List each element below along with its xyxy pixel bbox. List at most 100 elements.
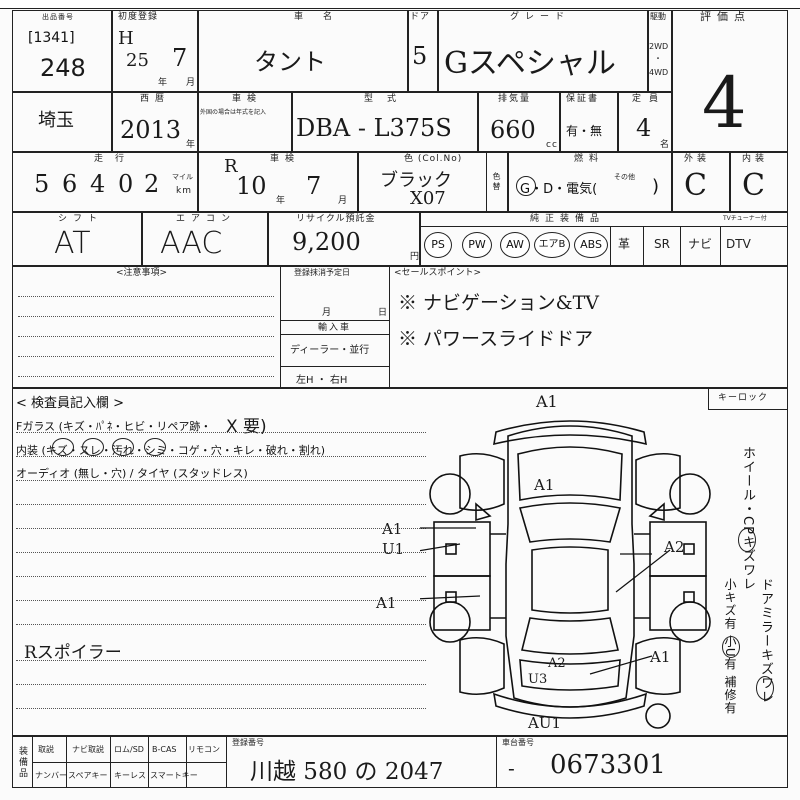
capacity-unit: 名 bbox=[660, 140, 671, 150]
first-reg-era: H bbox=[118, 28, 134, 49]
location-box bbox=[12, 92, 112, 152]
location: 埼玉 bbox=[38, 110, 74, 131]
note-line bbox=[16, 504, 426, 505]
fglass-mark: X 要) bbox=[226, 417, 267, 437]
dereg-month: 月 bbox=[322, 308, 333, 318]
equip-divider-3 bbox=[680, 226, 681, 266]
equip-dtv: DTV bbox=[726, 237, 751, 251]
color-name: ブラック bbox=[380, 170, 452, 191]
dereg-divider bbox=[280, 320, 390, 321]
damage-left-front-2: U1 bbox=[382, 540, 405, 558]
equip-divider-1 bbox=[610, 226, 611, 266]
keylock-box bbox=[708, 388, 788, 410]
interior-circle-1 bbox=[52, 438, 74, 456]
note-line bbox=[16, 576, 426, 577]
damage-left-rear: A1 bbox=[376, 594, 397, 612]
shift: AT bbox=[54, 226, 91, 261]
recycle: 9,200 bbox=[292, 228, 361, 256]
damage-left-front: A1 bbox=[382, 520, 403, 538]
shift-box bbox=[12, 212, 142, 266]
footer-divider-h bbox=[32, 762, 226, 763]
notes-section bbox=[12, 266, 788, 388]
mileage-digit: 0 bbox=[118, 170, 134, 198]
equip-navi: ナビ bbox=[688, 237, 713, 251]
equip-pw-label: PW bbox=[468, 238, 486, 251]
footer-row bbox=[12, 736, 788, 788]
sales-point-label: <セールスポイント> bbox=[394, 268, 482, 278]
interior-line bbox=[16, 456, 426, 457]
rating-value: 4 bbox=[702, 62, 747, 144]
dereg-box bbox=[280, 266, 390, 388]
footer-col-line bbox=[148, 736, 149, 788]
drive-label: 駆動 bbox=[650, 12, 666, 21]
shaken-year-unit: 年 bbox=[276, 196, 287, 206]
equip-airbag-label: エアB bbox=[538, 239, 566, 250]
capacity-box bbox=[618, 92, 672, 152]
note-line bbox=[16, 552, 426, 553]
caution-line bbox=[18, 376, 274, 377]
keylock-label: キーロック bbox=[718, 393, 769, 403]
chassis-number: 0673301 bbox=[550, 750, 666, 780]
color-code: X07 bbox=[410, 188, 446, 209]
capacity: 4 bbox=[636, 114, 652, 142]
exterior-label: 外装 bbox=[684, 154, 711, 164]
footer-item-bcas: B-CAS bbox=[152, 745, 177, 754]
fglass-line bbox=[16, 432, 426, 433]
car-name-label: 車名 bbox=[294, 12, 353, 22]
top-strip bbox=[0, 0, 800, 9]
steering-label: 左H ・ 右H bbox=[296, 375, 348, 386]
interior-circle-4 bbox=[144, 438, 166, 456]
mileage-digit: 5 bbox=[34, 170, 50, 198]
lot-code: [1341] bbox=[28, 30, 75, 46]
mileage-label: 走行 bbox=[94, 154, 137, 164]
interior: C bbox=[742, 168, 765, 203]
fuel-close: ) bbox=[652, 176, 660, 197]
rating-label: 評価点 bbox=[700, 10, 751, 23]
fglass-label: Fガラス (キズ・ﾊﾟﾈ・ヒビ・リペア跡・ bbox=[16, 420, 212, 433]
shaken-year: 10 bbox=[236, 172, 267, 200]
model: DBA - L375S bbox=[296, 114, 452, 142]
footer-item-navi-manual: ナビ取説 bbox=[72, 745, 104, 754]
note-line bbox=[16, 600, 426, 601]
lot-number: 248 bbox=[40, 54, 86, 82]
audio-line bbox=[16, 480, 426, 481]
western-year: 2013 bbox=[120, 116, 182, 144]
equip-aw-label: AW bbox=[506, 238, 524, 251]
color-label: 色 (Col.No) bbox=[404, 154, 463, 164]
note-line bbox=[16, 624, 426, 625]
footer-item-number: ナンバー bbox=[35, 771, 67, 780]
dealer-label: ディーラー・並行 bbox=[290, 345, 370, 356]
inspection-label: 車検 bbox=[232, 94, 263, 104]
equip-abs: ABS bbox=[574, 232, 608, 258]
model-box bbox=[292, 92, 478, 152]
mile-unit: マイル bbox=[172, 173, 193, 181]
equip-abs-label: ABS bbox=[580, 238, 602, 251]
side-text-wheel: ホイール・CPキズワレ bbox=[740, 446, 755, 591]
color-change-divider bbox=[486, 152, 487, 212]
equip-ps-label: PS bbox=[431, 238, 445, 251]
equip-leather: 革 bbox=[618, 237, 631, 251]
exterior: C bbox=[684, 168, 707, 203]
chassis-prefix: - bbox=[508, 756, 515, 780]
damage-right-mid: A2 bbox=[664, 538, 685, 556]
side-circle-ari bbox=[722, 636, 740, 658]
interior-box bbox=[730, 152, 788, 212]
steer-divider bbox=[280, 366, 390, 367]
western-year-unit: 年 bbox=[186, 140, 197, 150]
drive-box bbox=[648, 10, 672, 92]
doors: 5 bbox=[412, 42, 428, 70]
side-text-mirror: ドアミラーキズワレ bbox=[758, 578, 773, 704]
rating-box bbox=[672, 10, 788, 152]
caution-label: <注意事項> bbox=[116, 268, 168, 278]
aircon-box bbox=[142, 212, 268, 266]
inspection-note: 外国の場合は年式を記入 bbox=[200, 109, 267, 116]
footer-item-spare-key: スペアキー bbox=[68, 771, 108, 780]
door-box bbox=[408, 10, 438, 92]
grade: Gスペシャル bbox=[444, 46, 616, 81]
damage-rear-mid: U3 bbox=[528, 672, 548, 687]
capacity-label: 定員 bbox=[632, 94, 667, 104]
fuel-g-circle bbox=[516, 176, 536, 196]
inspector-section bbox=[12, 388, 788, 736]
footer-col-line bbox=[110, 736, 111, 788]
car-diagram bbox=[420, 420, 711, 729]
